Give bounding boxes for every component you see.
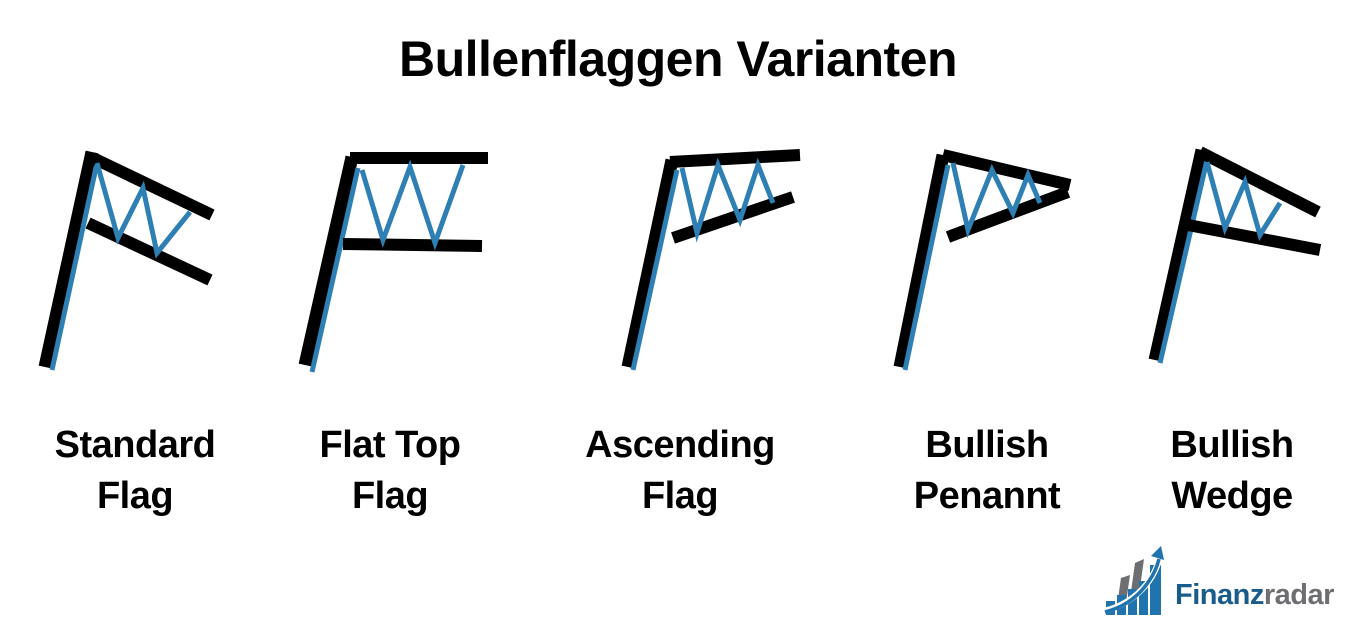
- upper-trendline: [90, 152, 215, 221]
- logo-text-primary: Finanz: [1175, 579, 1264, 611]
- standard-flag-diagram: [38, 150, 215, 371]
- flat-top-flag-figure: [295, 140, 495, 390]
- flag-label-line: Flag: [641, 475, 719, 517]
- consolidation-zigzag: [94, 162, 192, 259]
- lower-trendline: [342, 238, 483, 252]
- lower-trendline: [1186, 219, 1322, 256]
- flag-pole: [38, 150, 99, 369]
- flag-label-bullish-pennant: Bullish Penannt: [857, 420, 1117, 522]
- flag-pole: [1148, 148, 1209, 362]
- bullish-pennant-diagram: [893, 149, 1072, 371]
- consolidation-zigzag: [359, 159, 466, 251]
- page-title: Bullenflaggen Varianten: [398, 31, 958, 87]
- ascending-flag-diagram: [621, 149, 801, 371]
- flag-label-line: Bullish: [925, 424, 1049, 466]
- flag-label-line: Wedge: [1171, 475, 1293, 517]
- bullish-pennant-figure: [890, 140, 1090, 390]
- flag-pole: [893, 153, 950, 369]
- flag-label-line: Flag: [351, 475, 429, 517]
- pole-price-line: [902, 164, 951, 371]
- pole-price-line: [1157, 159, 1210, 364]
- arrow-head: [1151, 546, 1164, 560]
- logo-text-secondary: radar: [1263, 579, 1335, 611]
- standard-flag-figure: [35, 140, 235, 390]
- pole-price-line: [630, 169, 680, 371]
- consolidation-zigzag: [1204, 161, 1283, 242]
- consolidation-zigzag: [679, 157, 776, 243]
- flag-label-line: Standard: [54, 424, 216, 466]
- flag-label-ascending: Ascending Flag: [550, 420, 810, 522]
- blue-bar: [1128, 589, 1137, 615]
- flag-label-line: Bullish: [1170, 424, 1294, 466]
- flat-top-flag-diagram: [298, 152, 488, 373]
- lower-trendline: [85, 217, 213, 286]
- flag-label-bullish-wedge: Bullish Wedge: [1102, 420, 1356, 522]
- upper-trendline: [1197, 146, 1321, 218]
- pole-price-line: [49, 162, 100, 371]
- bullish-wedge-diagram: [1148, 146, 1322, 364]
- flag-pole: [298, 155, 359, 367]
- ascending-flag-figure: [615, 140, 815, 390]
- bullish-wedge-figure: [1145, 140, 1345, 390]
- flag-label-line: Flag: [96, 475, 174, 517]
- arrow-shaft: [1104, 558, 1161, 614]
- flag-label-line: Ascending: [585, 424, 775, 466]
- upper-trendline: [669, 149, 801, 168]
- blue-bar: [1150, 565, 1161, 615]
- consolidation-zigzag: [950, 162, 1043, 239]
- lower-trendline: [671, 191, 795, 244]
- blue-bar: [1139, 581, 1148, 615]
- flag-pole: [621, 158, 679, 369]
- pole-price-line: [309, 167, 361, 373]
- flag-label-standard: Standard Flag: [5, 420, 265, 522]
- flag-label-line: Flat Top: [319, 424, 461, 466]
- flag-label-line: Penannt: [913, 475, 1061, 517]
- flag-label-flat-top: Flat Top Flag: [260, 420, 520, 522]
- upper-trendline: [941, 149, 1072, 191]
- rising-bar-chart-arrow-icon: [1104, 546, 1164, 615]
- finanzradar-logo: Finanzradar: [1104, 545, 1334, 617]
- logo-wordmark: Finanzradar: [1175, 581, 1334, 617]
